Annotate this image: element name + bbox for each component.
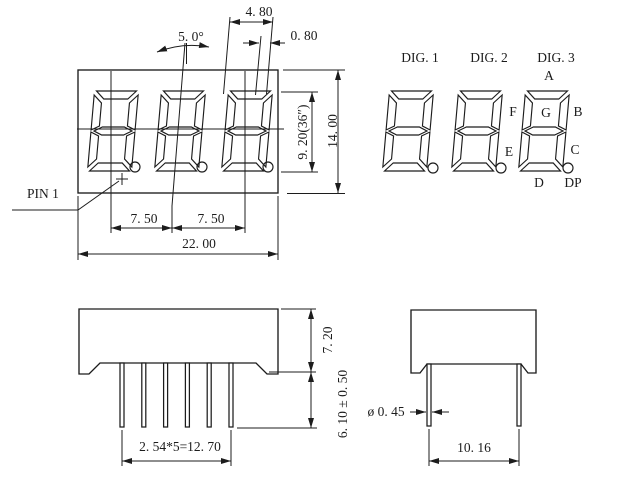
dim-pitch-left-label: 7. 50 [131, 211, 158, 226]
end-pin-right [516, 363, 522, 427]
front-view-dimensions: 4. 80 0. 80 5. 0° 9. 20(36″) 14. 00 7. 5… [77, 4, 345, 260]
side-pin-6 [228, 362, 234, 428]
dim-tilt-angle-label: 5. 0° [178, 29, 204, 44]
front-package-outline [77, 69, 279, 194]
side-view: 7. 20 6. 10 ± 0. 50 2. 54*5=12. 70 [78, 308, 350, 466]
front-digit-1 [86, 90, 140, 172]
dig2-label: DIG. 2 [470, 50, 508, 65]
side-pin-5 [206, 362, 212, 428]
dim-pin-row-pitch-label: 2. 54*5=12. 70 [139, 439, 221, 454]
dim-overall-height-label: 14. 00 [325, 114, 340, 148]
segment-d-label: D [534, 175, 544, 190]
dig1-label: DIG. 1 [401, 50, 439, 65]
map-dp-2 [495, 162, 507, 174]
front-dp-1 [129, 161, 141, 173]
dim-pin-diameter-label: ø 0. 45 [367, 404, 404, 419]
segment-e-label: E [505, 144, 513, 159]
segment-dp-label: DP [564, 175, 581, 190]
pin1-label: PIN 1 [27, 186, 59, 201]
dim-arc-5-0 [156, 42, 210, 53]
map-dp-1 [427, 162, 439, 174]
dim-segment-width-label: 0. 80 [291, 28, 318, 43]
side-pin-3 [162, 362, 169, 428]
segment-b-label: B [573, 104, 582, 119]
side-pin-2 [141, 362, 147, 428]
dim-overall-width-label: 22. 00 [182, 236, 216, 251]
front-view: PIN 1 [12, 42, 284, 233]
ext-4-80-right [266, 16, 274, 95]
dim-body-thickness-label: 7. 20 [320, 326, 335, 353]
end-pin-left [426, 363, 432, 427]
segment-g-label: G [541, 105, 551, 120]
segment-a-label: A [544, 68, 554, 83]
dig3-label: DIG. 3 [537, 50, 575, 65]
segment-c-label: C [570, 142, 579, 157]
map-digit-1 [381, 90, 435, 172]
dim-digit-height-label: 9. 20(36″) [295, 104, 310, 159]
side-body-outline [78, 308, 279, 375]
dim-digit-width-label: 4. 80 [246, 4, 273, 19]
map-dp-3 [562, 162, 574, 174]
side-pin-4 [184, 362, 191, 428]
map-digit-3 [517, 90, 571, 172]
side-pin-1 [119, 362, 125, 428]
front-dp-2 [196, 161, 208, 173]
ext-0-80 [255, 35, 262, 96]
tilt-axis-line [171, 42, 186, 207]
dim-pitch-right-label: 7. 50 [198, 211, 225, 226]
front-digit-3 [220, 90, 274, 172]
segment-map-view: DIG. 1 DIG. 2 DIG. 3 A F G B E C D DP [381, 50, 583, 190]
map-digit-2 [450, 90, 504, 172]
segment-f-label: F [509, 104, 517, 119]
dim-row-spacing-label: 10. 16 [457, 440, 491, 455]
end-view: ø 0. 45 10. 16 [367, 309, 537, 466]
ext-4-80-left [223, 16, 231, 95]
dim-pin-length-label: 6. 10 ± 0. 50 [335, 370, 350, 438]
front-dp-3 [262, 161, 274, 173]
